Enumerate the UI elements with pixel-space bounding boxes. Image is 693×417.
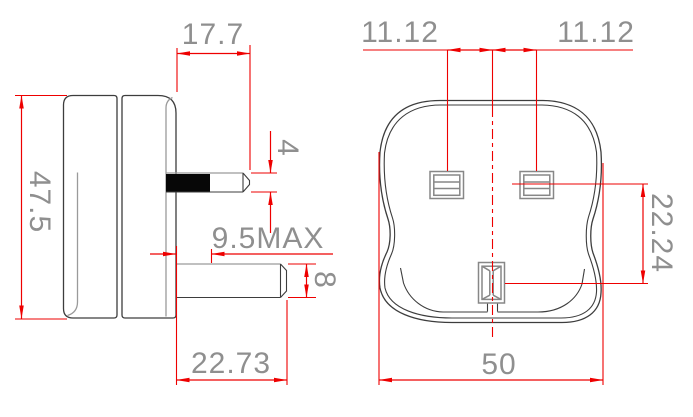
dim-earth-pin-length-label: 17.7 xyxy=(182,18,244,51)
side-body-inner-line-front xyxy=(165,96,173,317)
front-body-inner-outline xyxy=(383,104,598,319)
right-pin-slot-inner xyxy=(523,174,551,197)
dim-right-pin-offset-label: 11.12 xyxy=(557,16,635,49)
dim-power-pin-thickness-label: 8 xyxy=(308,271,341,289)
dimension-power-pin-thickness: 8 xyxy=(288,263,341,299)
earth-slot-outer xyxy=(477,261,506,304)
extension-line xyxy=(176,45,251,170)
front-base-step-left xyxy=(399,267,488,313)
earth-slot-inner xyxy=(481,265,502,301)
earth-pin-side xyxy=(166,172,251,193)
dimension-earth-pin-thickness: 4 xyxy=(251,131,304,233)
front-body-outer-outline xyxy=(378,99,603,324)
side-view: 17.7 47.5 4 9.5MAX 22.73 xyxy=(15,18,341,385)
right-pin-slot xyxy=(519,170,555,200)
dim-sleeve-max-label: 9.5MAX xyxy=(212,222,325,255)
dim-pin-row-spacing-label: 22.24 xyxy=(645,193,678,273)
dimension-earth-pin-length: 17.7 xyxy=(176,18,251,170)
side-body-rear-section xyxy=(62,94,118,319)
earth-slot-stem xyxy=(486,303,499,312)
earth-pin-sleeve xyxy=(166,174,210,192)
dim-body-height-label: 47.5 xyxy=(23,171,56,233)
side-body-front-section xyxy=(121,94,177,319)
dimension-sleeve-max: 9.5MAX xyxy=(150,222,333,385)
dim-body-width-label: 50 xyxy=(481,348,516,381)
right-pin-slot-outer xyxy=(519,170,555,200)
dim-earth-pin-thickness-label: 4 xyxy=(271,139,304,157)
left-pin-slot xyxy=(429,170,465,200)
dimension-body-width: 50 xyxy=(378,152,604,385)
front-base-step-right xyxy=(497,268,586,313)
earth-pin-tip xyxy=(242,172,251,193)
dim-power-pin-length-label: 22.73 xyxy=(191,347,271,380)
left-pin-slot-inner xyxy=(433,174,461,197)
extension-line xyxy=(446,50,538,171)
left-pin-slot-bars xyxy=(434,181,460,190)
dim-left-pin-offset-label: 11.12 xyxy=(361,16,439,49)
front-view: 11.12 11.12 22.24 50 xyxy=(361,16,678,385)
side-body-inner-line-rear xyxy=(67,172,79,317)
right-pin-slot-bars xyxy=(524,181,550,190)
dimension-pin-row-spacing: 22.24 xyxy=(505,183,678,285)
earth-slot-bevels xyxy=(481,265,502,301)
extension-line xyxy=(251,172,277,193)
extension-line xyxy=(378,152,604,385)
dimension-power-pin-length: 22.73 xyxy=(176,300,288,385)
power-pin-side xyxy=(176,263,288,299)
extension-line xyxy=(288,263,316,299)
power-pin-tip xyxy=(279,263,288,298)
left-pin-slot-outer xyxy=(429,170,465,200)
extension-line xyxy=(505,183,648,285)
earth-slot xyxy=(477,261,506,304)
dimension-pin-offsets: 11.12 11.12 xyxy=(361,16,635,171)
dimension-body-height: 47.5 xyxy=(15,94,67,320)
